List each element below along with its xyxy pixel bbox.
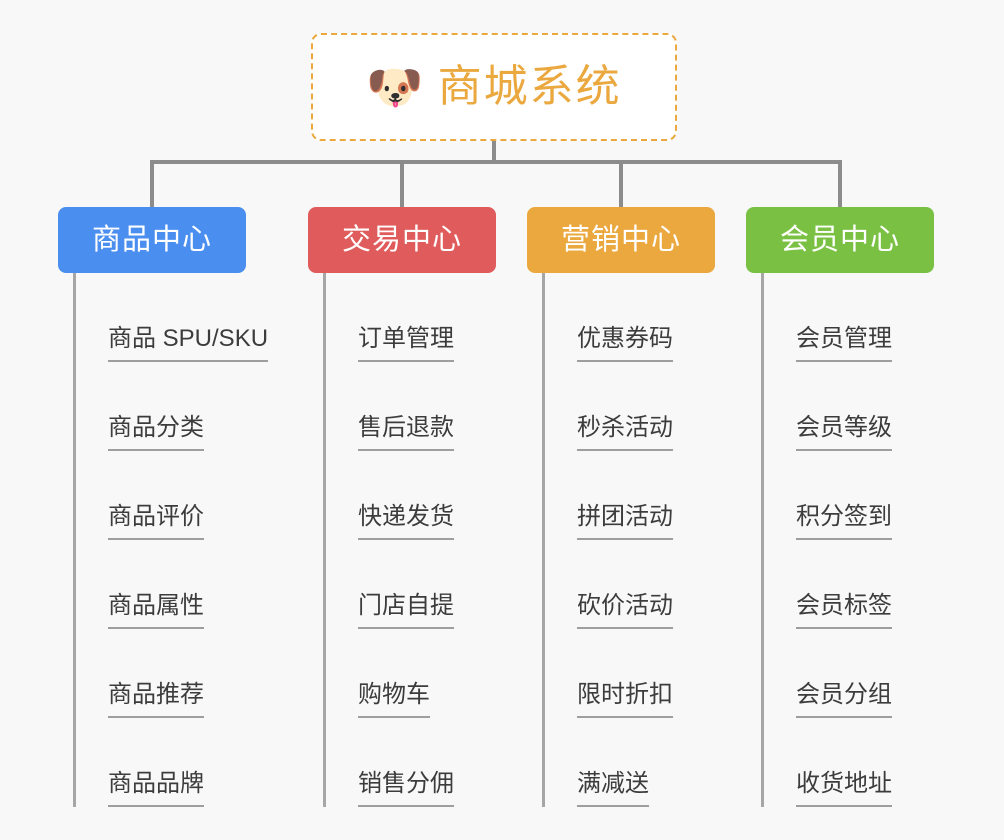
leaf-item[interactable]: 快递发货 (326, 451, 514, 540)
leaf-item[interactable]: 会员标签 (764, 540, 952, 629)
leaf-label: 商品分类 (108, 414, 204, 451)
leaf-item[interactable]: 商品属性 (76, 540, 264, 629)
leaf-item[interactable]: 砍价活动 (545, 540, 733, 629)
leaf-item[interactable]: 订单管理 (326, 273, 514, 362)
category-node-marketing-center[interactable]: 营销中心 (527, 207, 715, 273)
leaf-label: 收货地址 (796, 770, 892, 807)
leaf-label: 砍价活动 (577, 592, 673, 629)
leaf-label: 秒杀活动 (577, 414, 673, 451)
branch-member-center: 会员中心 会员管理 会员等级 积分签到 会员标签 会员分组 收货地址 (746, 207, 934, 807)
connector-horizontal-bus (150, 160, 842, 164)
leaf-list-product-center: 商品 SPU/SKU 商品分类 商品评价 商品属性 商品推荐 商品品牌 (73, 273, 269, 807)
category-node-trade-center[interactable]: 交易中心 (308, 207, 496, 273)
leaf-label: 销售分佣 (358, 770, 454, 807)
branch-marketing-center: 营销中心 优惠券码 秒杀活动 拼团活动 砍价活动 限时折扣 满减送 (527, 207, 715, 807)
leaf-label: 商品品牌 (108, 770, 204, 807)
leaf-item[interactable]: 购物车 (326, 629, 514, 718)
leaf-label: 快递发货 (358, 503, 454, 540)
connector-drop-trade-center (400, 160, 404, 207)
leaf-label: 会员管理 (796, 325, 892, 362)
connector-drop-marketing-center (619, 160, 623, 207)
leaf-item[interactable]: 优惠券码 (545, 273, 733, 362)
leaf-item[interactable]: 会员管理 (764, 273, 952, 362)
leaf-item[interactable]: 销售分佣 (326, 718, 514, 807)
leaf-item[interactable]: 收货地址 (764, 718, 952, 807)
leaf-label: 售后退款 (358, 414, 454, 451)
root-node-label: 商城系统 (437, 62, 622, 111)
leaf-label: 订单管理 (358, 325, 454, 362)
leaf-label: 商品属性 (108, 592, 204, 629)
leaf-item[interactable]: 积分签到 (764, 451, 952, 540)
category-label: 营销中心 (560, 223, 681, 256)
leaf-label: 优惠券码 (577, 325, 673, 362)
connector-drop-product-center (150, 160, 154, 207)
category-label: 会员中心 (779, 223, 900, 256)
branch-trade-center: 交易中心 订单管理 售后退款 快递发货 门店自提 购物车 销售分佣 (308, 207, 496, 807)
leaf-label: 商品 SPU/SKU (108, 325, 269, 362)
connector-drop-member-center (838, 160, 842, 207)
leaf-item[interactable]: 商品推荐 (76, 629, 264, 718)
leaf-label: 会员标签 (796, 592, 892, 629)
leaf-item[interactable]: 商品评价 (76, 451, 264, 540)
leaf-item[interactable]: 商品 SPU/SKU (76, 273, 269, 362)
leaf-item[interactable]: 秒杀活动 (545, 362, 733, 451)
category-node-member-center[interactable]: 会员中心 (746, 207, 934, 273)
leaf-item[interactable]: 门店自提 (326, 540, 514, 629)
category-node-product-center[interactable]: 商品中心 (58, 207, 246, 273)
leaf-item[interactable]: 售后退款 (326, 362, 514, 451)
leaf-item[interactable]: 会员分组 (764, 629, 952, 718)
category-label: 交易中心 (341, 223, 462, 256)
leaf-label: 门店自提 (358, 592, 454, 629)
leaf-label: 购物车 (358, 681, 430, 718)
leaf-list-marketing-center: 优惠券码 秒杀活动 拼团活动 砍价活动 限时折扣 满减送 (542, 273, 733, 807)
leaf-list-member-center: 会员管理 会员等级 积分签到 会员标签 会员分组 收货地址 (761, 273, 952, 807)
leaf-list-trade-center: 订单管理 售后退款 快递发货 门店自提 购物车 销售分佣 (323, 273, 514, 807)
connector-root-stem (492, 141, 496, 163)
leaf-label: 商品评价 (108, 503, 204, 540)
leaf-item[interactable]: 商品品牌 (76, 718, 264, 807)
leaf-label: 限时折扣 (577, 681, 673, 718)
category-label: 商品中心 (91, 223, 212, 256)
leaf-label: 会员分组 (796, 681, 892, 718)
root-node-shopping-mall-system[interactable]: 🐶 商城系统 (311, 33, 677, 141)
leaf-item[interactable]: 满减送 (545, 718, 733, 807)
leaf-item[interactable]: 会员等级 (764, 362, 952, 451)
leaf-item[interactable]: 限时折扣 (545, 629, 733, 718)
leaf-label: 会员等级 (796, 414, 892, 451)
branch-product-center: 商品中心 商品 SPU/SKU 商品分类 商品评价 商品属性 商品推荐 商品品牌 (58, 207, 269, 807)
leaf-label: 满减送 (577, 770, 649, 807)
leaf-item[interactable]: 商品分类 (76, 362, 264, 451)
leaf-label: 积分签到 (796, 503, 892, 540)
leaf-label: 拼团活动 (577, 503, 673, 540)
leaf-label: 商品推荐 (108, 681, 204, 718)
leaf-item[interactable]: 拼团活动 (545, 451, 733, 540)
dog-face-icon: 🐶 (366, 61, 424, 113)
